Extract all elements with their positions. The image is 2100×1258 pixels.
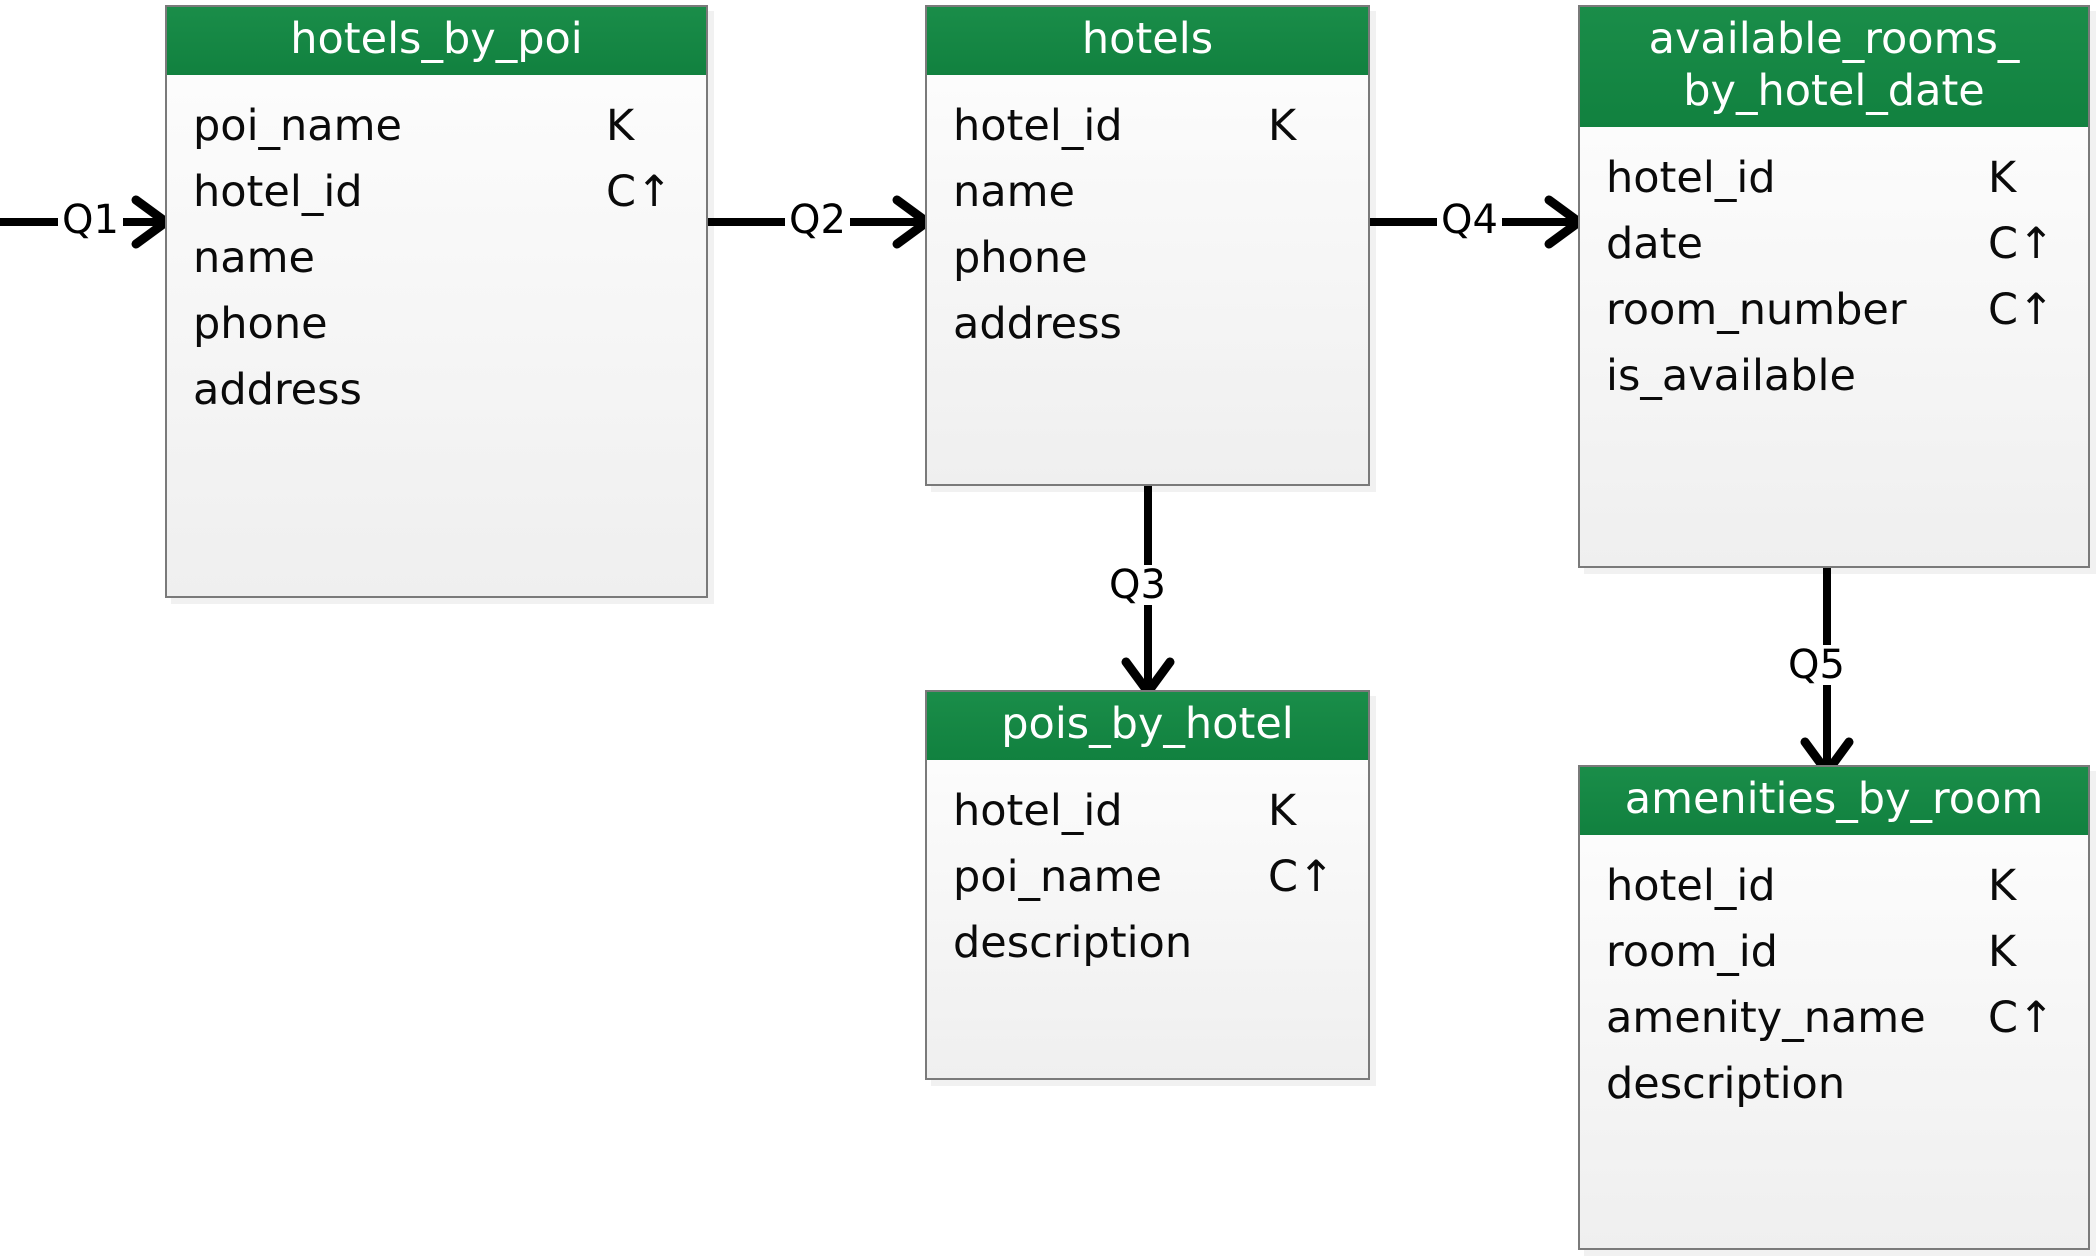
table-row: hotel_id K	[953, 93, 1342, 159]
connector-q1-label: Q1	[58, 200, 123, 240]
table-title-pois-by-hotel: pois_by_hotel	[927, 692, 1368, 760]
table-hotels[interactable]: hotels hotel_id K name phone address	[925, 5, 1370, 486]
table-columns-pois-by-hotel: hotel_id K poi_name C↑ description	[927, 760, 1368, 1078]
table-columns-amenities-by-room: hotel_id K room_id K amenity_name C↑ des…	[1580, 835, 2088, 1248]
connector-q5-label: Q5	[1784, 645, 1849, 685]
column-key-marker: K	[1268, 101, 1297, 151]
table-row: address	[953, 291, 1342, 357]
table-row: hotel_id K	[953, 778, 1342, 844]
column-name: name	[193, 233, 315, 283]
column-name: description	[953, 918, 1193, 968]
column-key-marker: K	[606, 101, 635, 151]
table-row: phone	[193, 291, 680, 357]
column-name: hotel_id	[1606, 861, 1776, 911]
table-row: description	[953, 910, 1342, 976]
column-key-marker: K	[1268, 786, 1297, 836]
table-row: poi_name C↑	[953, 844, 1342, 910]
table-amenities-by-room[interactable]: amenities_by_room hotel_id K room_id K a…	[1578, 765, 2090, 1250]
column-key-marker: K	[1988, 927, 2017, 977]
table-row: poi_name K	[193, 93, 680, 159]
column-name: hotel_id	[1606, 153, 1776, 203]
table-pois-by-hotel[interactable]: pois_by_hotel hotel_id K poi_name C↑ des…	[925, 690, 1370, 1080]
column-name: amenity_name	[1606, 993, 1926, 1043]
table-row: hotel_id C↑	[193, 159, 680, 225]
column-name: poi_name	[193, 101, 402, 151]
column-key-marker: C↑	[1268, 852, 1335, 902]
table-columns-available-rooms-by-hotel-date: hotel_id K date C↑ room_number C↑ is_ava…	[1580, 127, 2088, 566]
table-row: room_number C↑	[1606, 277, 2062, 343]
table-row: name	[193, 225, 680, 291]
table-columns-hotels-by-poi: poi_name K hotel_id C↑ name phone addres…	[167, 75, 706, 596]
table-row: is_available	[1606, 343, 2062, 409]
column-name: date	[1606, 219, 1703, 269]
column-name: hotel_id	[953, 101, 1123, 151]
column-name: description	[1606, 1059, 1846, 1109]
column-key-marker: K	[1988, 861, 2017, 911]
table-title-hotels: hotels	[927, 7, 1368, 75]
table-row: date C↑	[1606, 211, 2062, 277]
table-row: hotel_id K	[1606, 145, 2062, 211]
table-row: room_id K	[1606, 919, 2062, 985]
column-name: hotel_id	[193, 167, 363, 217]
column-key-marker: C↑	[1988, 993, 2055, 1043]
table-row: amenity_name C↑	[1606, 985, 2062, 1051]
table-row: hotel_id K	[1606, 853, 2062, 919]
table-row: address	[193, 357, 680, 423]
column-name: address	[193, 365, 362, 415]
column-name: hotel_id	[953, 786, 1123, 836]
table-title-amenities-by-room: amenities_by_room	[1580, 767, 2088, 835]
table-title-available-rooms-by-hotel-date: available_rooms_ by_hotel_date	[1580, 7, 2088, 127]
table-available-rooms-by-hotel-date[interactable]: available_rooms_ by_hotel_date hotel_id …	[1578, 5, 2090, 568]
table-columns-hotels: hotel_id K name phone address	[927, 75, 1368, 484]
connector-q3-label: Q3	[1105, 565, 1170, 605]
connector-q4-label: Q4	[1437, 200, 1502, 240]
connector-q2-label: Q2	[785, 200, 850, 240]
column-name: poi_name	[953, 852, 1162, 902]
column-name: phone	[193, 299, 328, 349]
column-key-marker: K	[1988, 153, 2017, 203]
column-name: room_number	[1606, 285, 1907, 335]
table-row: phone	[953, 225, 1342, 291]
column-name: address	[953, 299, 1122, 349]
column-name: room_id	[1606, 927, 1778, 977]
column-name: phone	[953, 233, 1088, 283]
table-row: description	[1606, 1051, 2062, 1117]
column-key-marker: C↑	[606, 167, 673, 217]
column-name: name	[953, 167, 1075, 217]
column-key-marker: C↑	[1988, 285, 2055, 335]
table-hotels-by-poi[interactable]: hotels_by_poi poi_name K hotel_id C↑ nam…	[165, 5, 708, 598]
table-row: name	[953, 159, 1342, 225]
column-name: is_available	[1606, 351, 1856, 401]
table-title-hotels-by-poi: hotels_by_poi	[167, 7, 706, 75]
column-key-marker: C↑	[1988, 219, 2055, 269]
